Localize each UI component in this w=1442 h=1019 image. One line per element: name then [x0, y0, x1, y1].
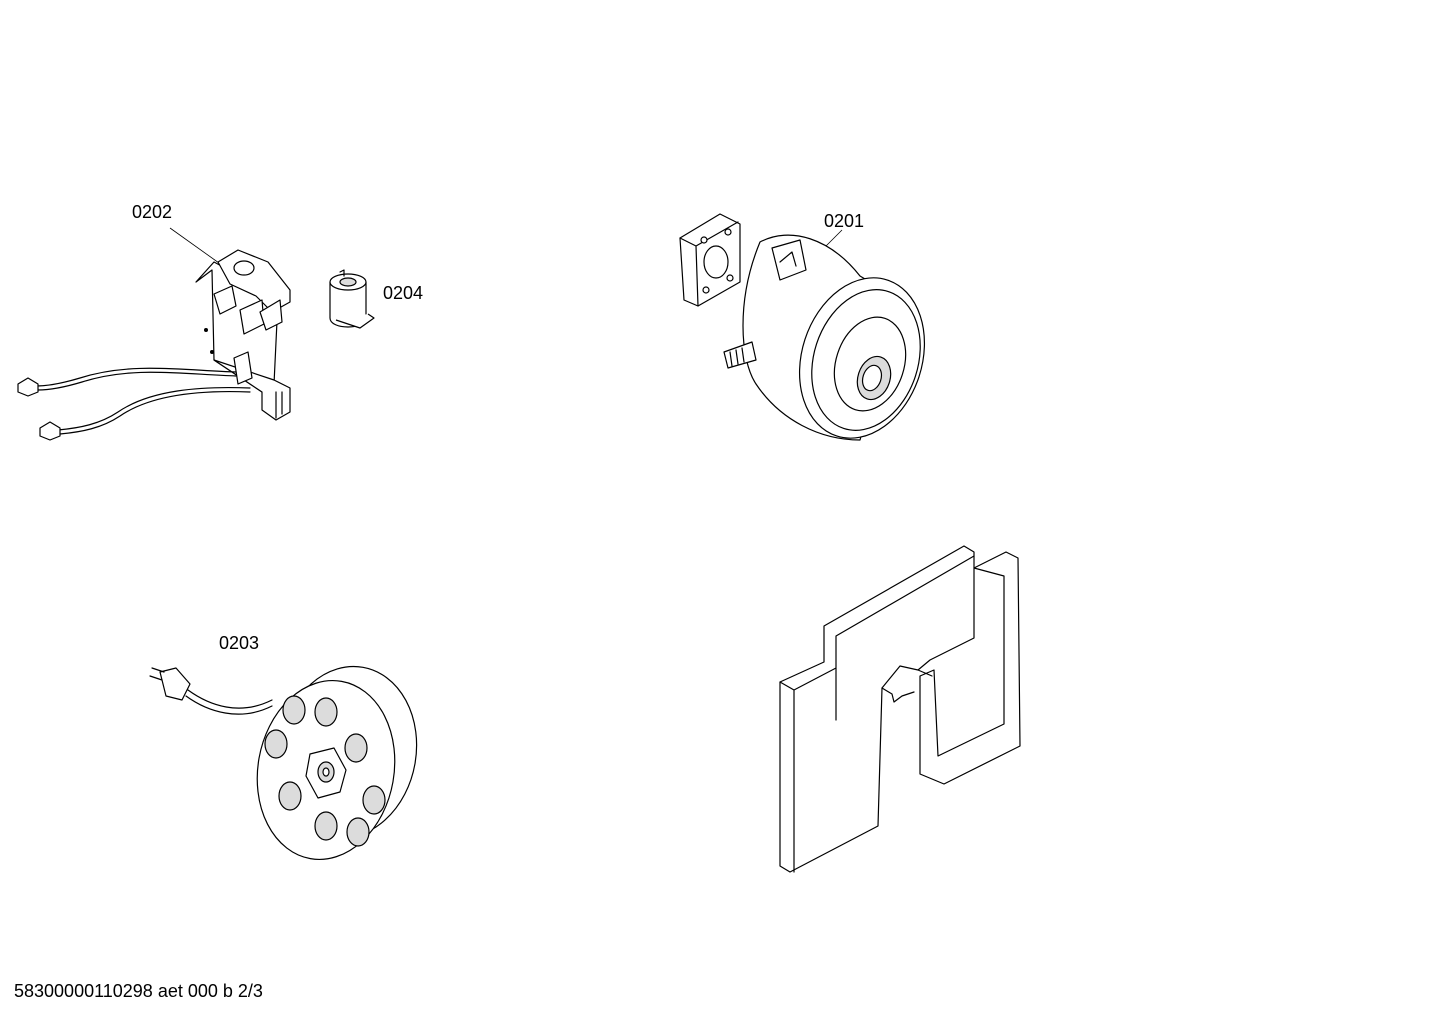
foam-insert: [779, 545, 1021, 873]
switch-knob: [233, 260, 255, 276]
wire-connector-2: [39, 421, 61, 441]
reel-hole: [282, 695, 306, 725]
foam-front-piece: [779, 545, 975, 873]
part-0204-cylinder: [329, 269, 375, 329]
drawing-reference-footer: 58300000110298 aet 000 b 2/3: [14, 981, 263, 1001]
part-0202-switch-board: [17, 227, 291, 441]
wire-upper: [35, 367, 237, 387]
wire-connector-1: [17, 377, 39, 397]
board-tab: [213, 359, 291, 421]
power-plug: [159, 667, 191, 701]
label-0204: 0204: [383, 283, 424, 303]
motor-connector: [723, 341, 757, 369]
wire-lower: [57, 386, 251, 431]
label-0203: 0203: [219, 633, 260, 653]
fan-face-outer: [798, 277, 926, 439]
leader-line-0202: [169, 227, 227, 269]
power-cable: [187, 689, 273, 709]
part-0203-cable-reel: [149, 665, 418, 861]
label-0201: 0201: [824, 211, 865, 231]
label-0202: 0202: [132, 202, 173, 222]
capacitor: [233, 351, 253, 385]
part-0201-motor: [679, 213, 926, 441]
